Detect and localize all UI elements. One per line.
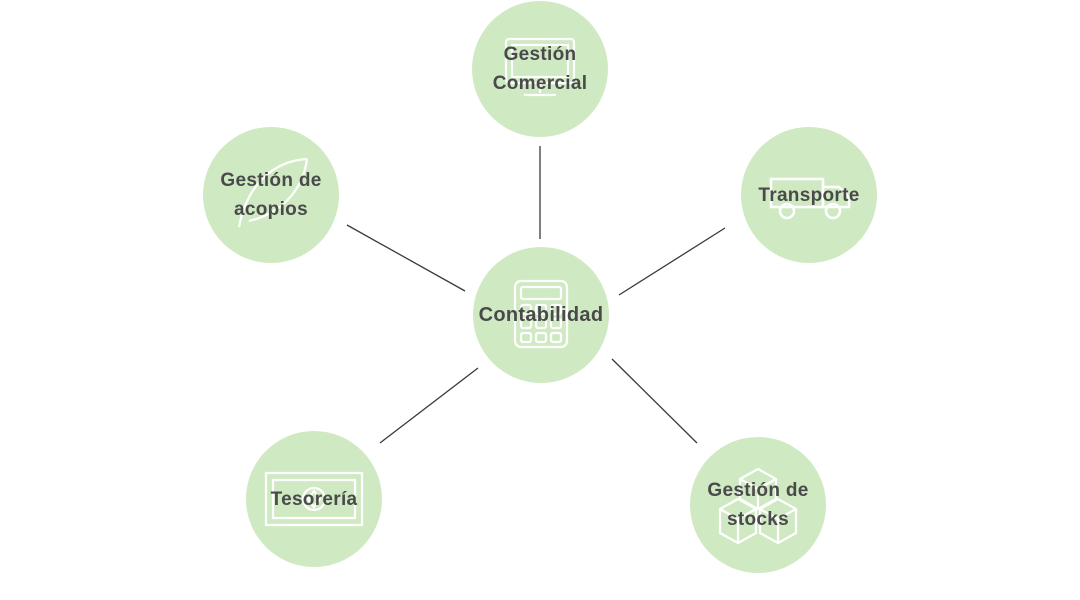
connector-line-tesoreria <box>379 367 479 444</box>
node-transporte[interactable]: Transporte <box>741 127 877 263</box>
node-label: Gestión de stocks <box>707 476 808 534</box>
monitor-icon <box>504 37 576 97</box>
label-line: Tesorería <box>270 488 358 510</box>
connector-line-stocks <box>611 358 698 444</box>
node-tesoreria[interactable]: Tesorería <box>246 431 382 567</box>
label-line: stocks <box>726 509 789 530</box>
label-line: Gestión <box>503 44 577 65</box>
leaf-icon <box>237 157 309 228</box>
label-line: Contabilidad <box>478 303 604 326</box>
node-contabilidad[interactable]: Contabilidad <box>473 247 609 383</box>
connector-line-acopios <box>346 224 466 292</box>
node-label: Gestión de acopios <box>220 166 321 224</box>
node-label: Gestión Comercial <box>493 40 588 98</box>
node-label: Contabilidad <box>479 301 604 330</box>
label-line: acopios <box>234 199 308 220</box>
label-line: Gestión de <box>707 480 809 501</box>
label-line: Comercial <box>492 73 588 94</box>
calculator-icon <box>513 279 569 349</box>
banknote-icon <box>264 471 364 527</box>
boxes-icon <box>718 467 798 545</box>
connector-line-transporte <box>618 227 726 296</box>
label-line: Gestión de <box>220 170 322 191</box>
label-line: Transporte <box>758 184 860 206</box>
node-gestion-acopios[interactable]: Gestión de acopios <box>203 127 339 263</box>
node-label: Transporte <box>758 181 859 210</box>
truck-icon <box>769 177 851 220</box>
node-label: Tesorería <box>271 485 358 514</box>
node-gestion-comercial[interactable]: Gestión Comercial <box>472 1 608 137</box>
node-gestion-stocks[interactable]: Gestión de stocks <box>690 437 826 573</box>
